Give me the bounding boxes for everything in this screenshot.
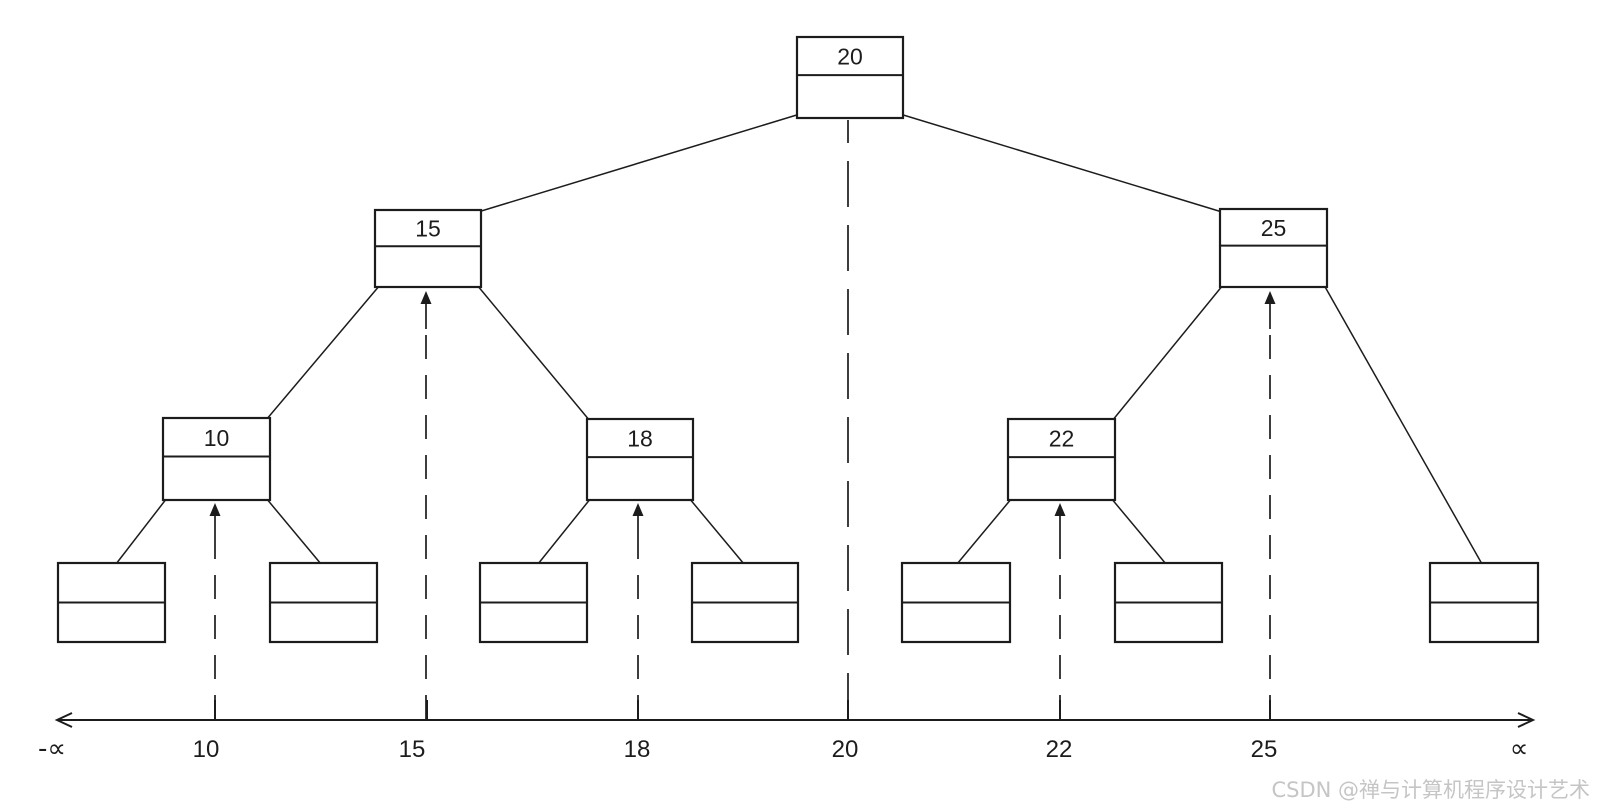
node-25-label: 25 <box>1261 215 1287 241</box>
edge-22-leaf5 <box>956 497 1013 565</box>
arrow-15-up-arrowhead-icon <box>420 291 432 304</box>
arrow-10-up-arrowhead-icon <box>209 503 221 516</box>
node-15-label: 15 <box>415 216 441 242</box>
axis-tick-label-22: 22 <box>1046 736 1073 763</box>
csdn-watermark: CSDN @禅与计算机程序设计艺术 <box>1271 778 1590 802</box>
arrow-22-up-arrowhead-icon <box>1054 503 1066 516</box>
node-10-label: 10 <box>204 425 230 451</box>
node-20-box <box>795 35 905 120</box>
axis-tick-label-25: 25 <box>1251 736 1278 763</box>
node-20-label: 20 <box>837 44 863 70</box>
edge-22-leaf6 <box>1110 497 1167 565</box>
axis-negative-infinity-label: -∝ <box>38 734 66 764</box>
edge-10-leaf1 <box>115 497 168 565</box>
arrow-18-up-arrowhead-icon <box>632 503 644 516</box>
axis-right-arrowhead-icon <box>1517 712 1536 728</box>
node-18-label: 18 <box>627 426 653 452</box>
node-18-box <box>585 417 695 502</box>
axis-tick-label-20: 20 <box>832 736 859 763</box>
node-25-box <box>1218 207 1329 289</box>
node-22-box <box>1006 417 1117 502</box>
edge-20-25 <box>899 113 1223 213</box>
axis-positive-infinity-label: ∝ <box>1510 734 1529 764</box>
axis-tick-label-18: 18 <box>624 736 651 763</box>
axis-left-arrowhead-icon <box>54 712 73 728</box>
axis-tick-label-10: 10 <box>193 736 220 763</box>
edge-25-leaf7 <box>1323 284 1483 565</box>
node-10-box <box>161 416 272 502</box>
arrow-25-up-arrowhead-icon <box>1264 291 1276 304</box>
edge-15-18 <box>476 284 591 422</box>
edge-18-leaf4 <box>688 497 745 565</box>
node-15-box <box>373 208 483 289</box>
edge-10-leaf2 <box>265 497 322 565</box>
node-22-label: 22 <box>1049 426 1075 452</box>
axis-tick-label-15: 15 <box>399 736 426 763</box>
edge-15-10 <box>265 284 381 421</box>
edge-18-leaf3 <box>537 497 592 565</box>
edge-20-15 <box>477 113 801 213</box>
edge-25-22 <box>1111 284 1224 422</box>
